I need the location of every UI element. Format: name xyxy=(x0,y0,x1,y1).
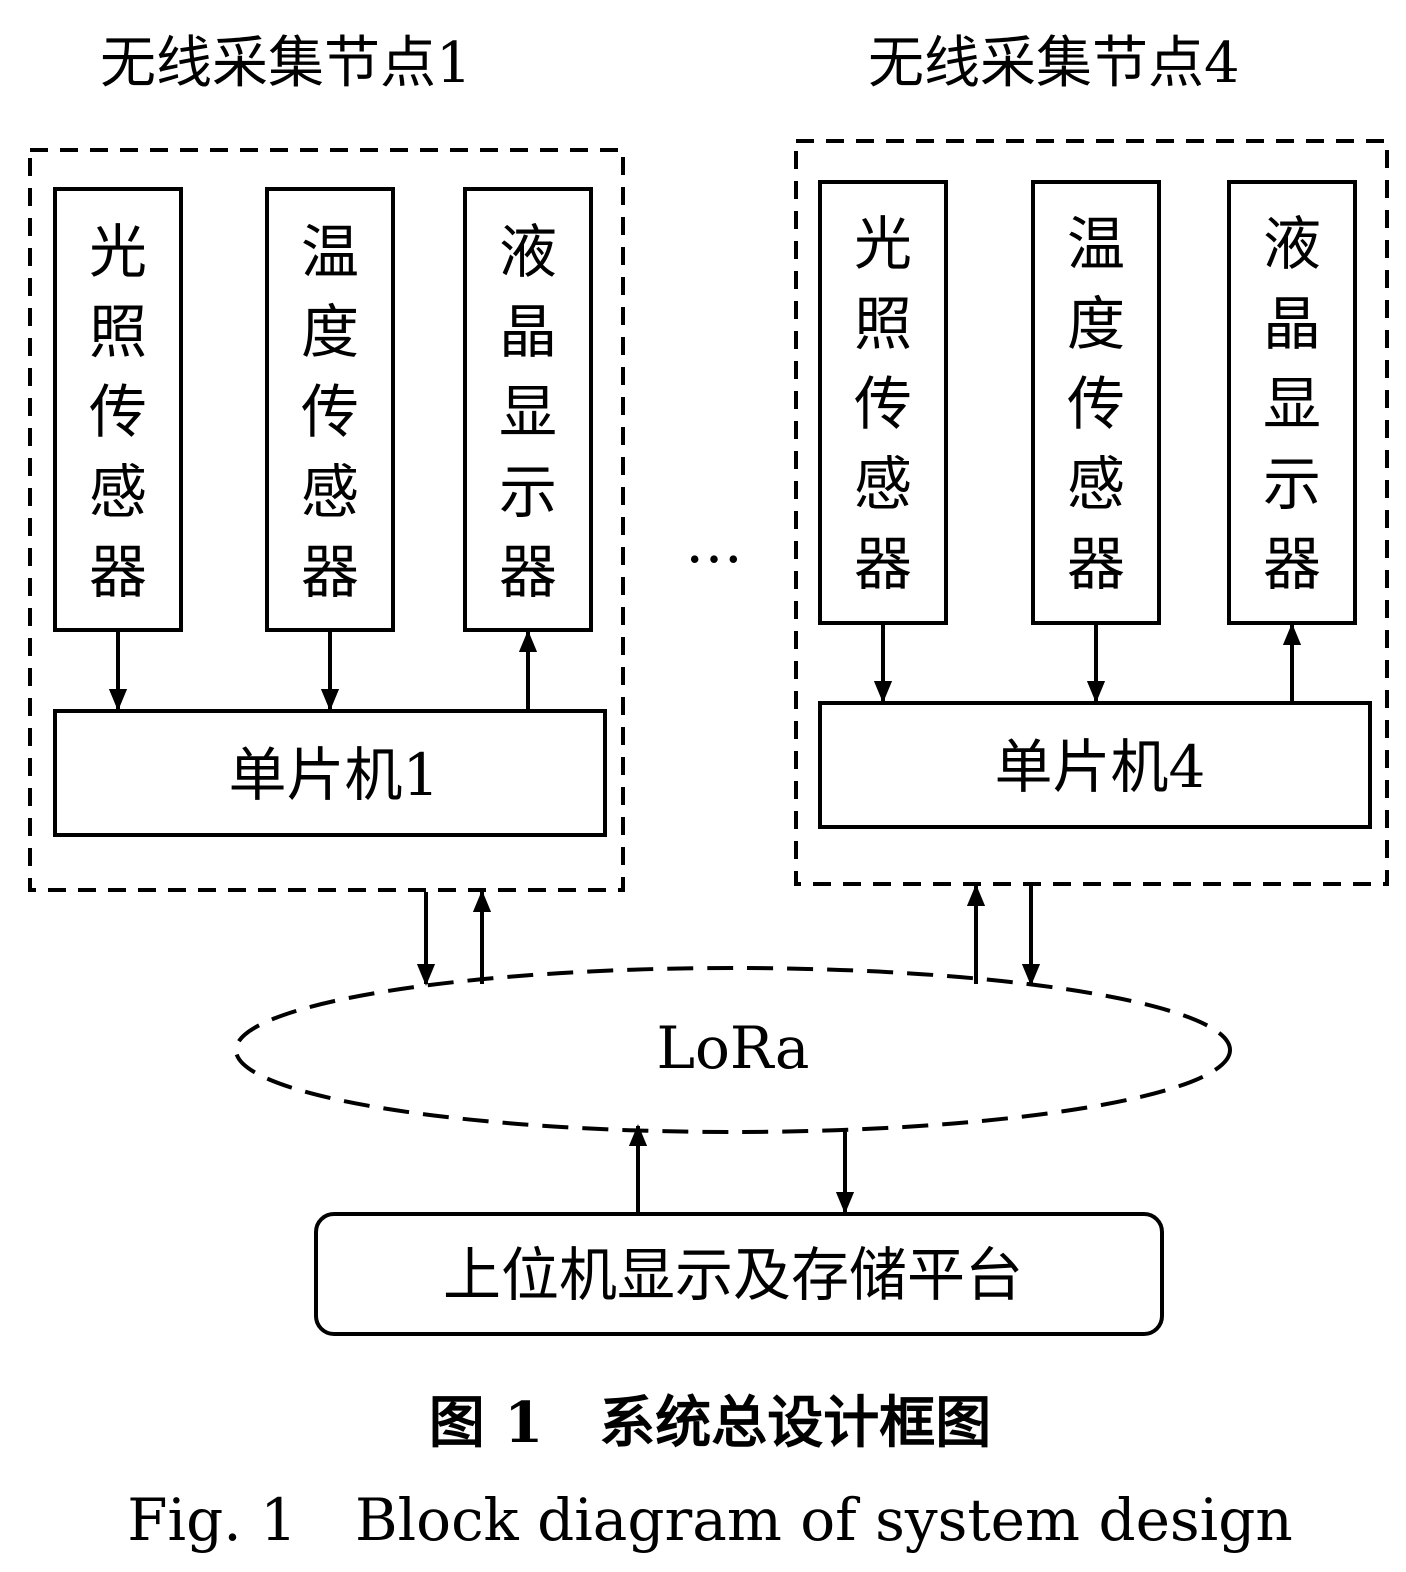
node4-lcd-box xyxy=(1227,180,1357,625)
svg-text:器: 器 xyxy=(499,538,557,606)
node4-lcd-label: 液 晶 显 示 器 xyxy=(1263,210,1321,598)
node4-boundary xyxy=(794,139,1389,886)
host-platform-label: 上位机显示及存储平台 xyxy=(443,1241,1023,1309)
svg-text:感: 感 xyxy=(89,458,147,526)
svg-text:传: 传 xyxy=(854,370,912,438)
svg-text:温: 温 xyxy=(301,218,359,286)
svg-text:感: 感 xyxy=(301,458,359,526)
node1-light-sensor-box xyxy=(53,187,183,632)
svg-text:液: 液 xyxy=(1263,210,1321,278)
svg-text:器: 器 xyxy=(89,538,147,606)
svg-text:显: 显 xyxy=(1263,370,1321,438)
svg-text:温: 温 xyxy=(1067,210,1125,278)
svg-text:度: 度 xyxy=(1067,290,1125,358)
lora-label: LoRa xyxy=(656,1014,809,1082)
node4-temp-sensor-box xyxy=(1031,180,1161,625)
node1-title: 无线采集节点1 xyxy=(100,31,472,96)
svg-text:照: 照 xyxy=(854,290,912,358)
node4-temp-sensor-label: 温 度 传 感 器 xyxy=(1067,210,1125,598)
svg-text:传: 传 xyxy=(1067,370,1125,438)
node4-mcu-label: 单片机4 xyxy=(995,733,1206,801)
node4-title: 无线采集节点4 xyxy=(868,31,1240,96)
lora-network-ellipse xyxy=(234,966,1232,1134)
svg-text:度: 度 xyxy=(301,298,359,366)
svg-text:器: 器 xyxy=(1263,530,1321,598)
svg-text:显: 显 xyxy=(499,378,557,446)
svg-text:感: 感 xyxy=(1067,450,1125,518)
node1-light-sensor-label: 光 照 传 感 器 xyxy=(89,218,147,606)
node4-light-sensor-box xyxy=(818,180,948,625)
figure-caption-cn: 图 1 系统总设计框图 xyxy=(429,1390,991,1456)
node1-temp-sensor-label: 温 度 传 感 器 xyxy=(301,218,359,606)
svg-text:器: 器 xyxy=(301,538,359,606)
node4-mcu-box xyxy=(818,701,1372,829)
node1-mcu-label: 单片机1 xyxy=(229,741,440,809)
svg-text:光: 光 xyxy=(854,210,912,278)
svg-text:传: 传 xyxy=(301,378,359,446)
svg-text:示: 示 xyxy=(499,458,557,526)
host-platform-box xyxy=(314,1212,1164,1336)
svg-text:感: 感 xyxy=(854,450,912,518)
node1-lcd-label: 液 晶 显 示 器 xyxy=(499,218,557,606)
svg-text:器: 器 xyxy=(854,530,912,598)
svg-text:晶: 晶 xyxy=(499,298,557,366)
svg-text:照: 照 xyxy=(89,298,147,366)
svg-text:液: 液 xyxy=(499,218,557,286)
node1-mcu-box xyxy=(53,709,607,837)
nodes-ellipsis: … xyxy=(685,508,743,576)
figure-caption-en: Fig. 1 Block diagram of system design xyxy=(127,1486,1292,1554)
node1-lcd-box xyxy=(463,187,593,632)
svg-text:光: 光 xyxy=(89,218,147,286)
svg-text:示: 示 xyxy=(1263,450,1321,518)
node1-boundary xyxy=(28,148,625,892)
node1-temp-sensor-box xyxy=(265,187,395,632)
svg-text:器: 器 xyxy=(1067,530,1125,598)
svg-text:传: 传 xyxy=(89,378,147,446)
node4-light-sensor-label: 光 照 传 感 器 xyxy=(854,210,912,598)
svg-text:晶: 晶 xyxy=(1263,290,1321,358)
